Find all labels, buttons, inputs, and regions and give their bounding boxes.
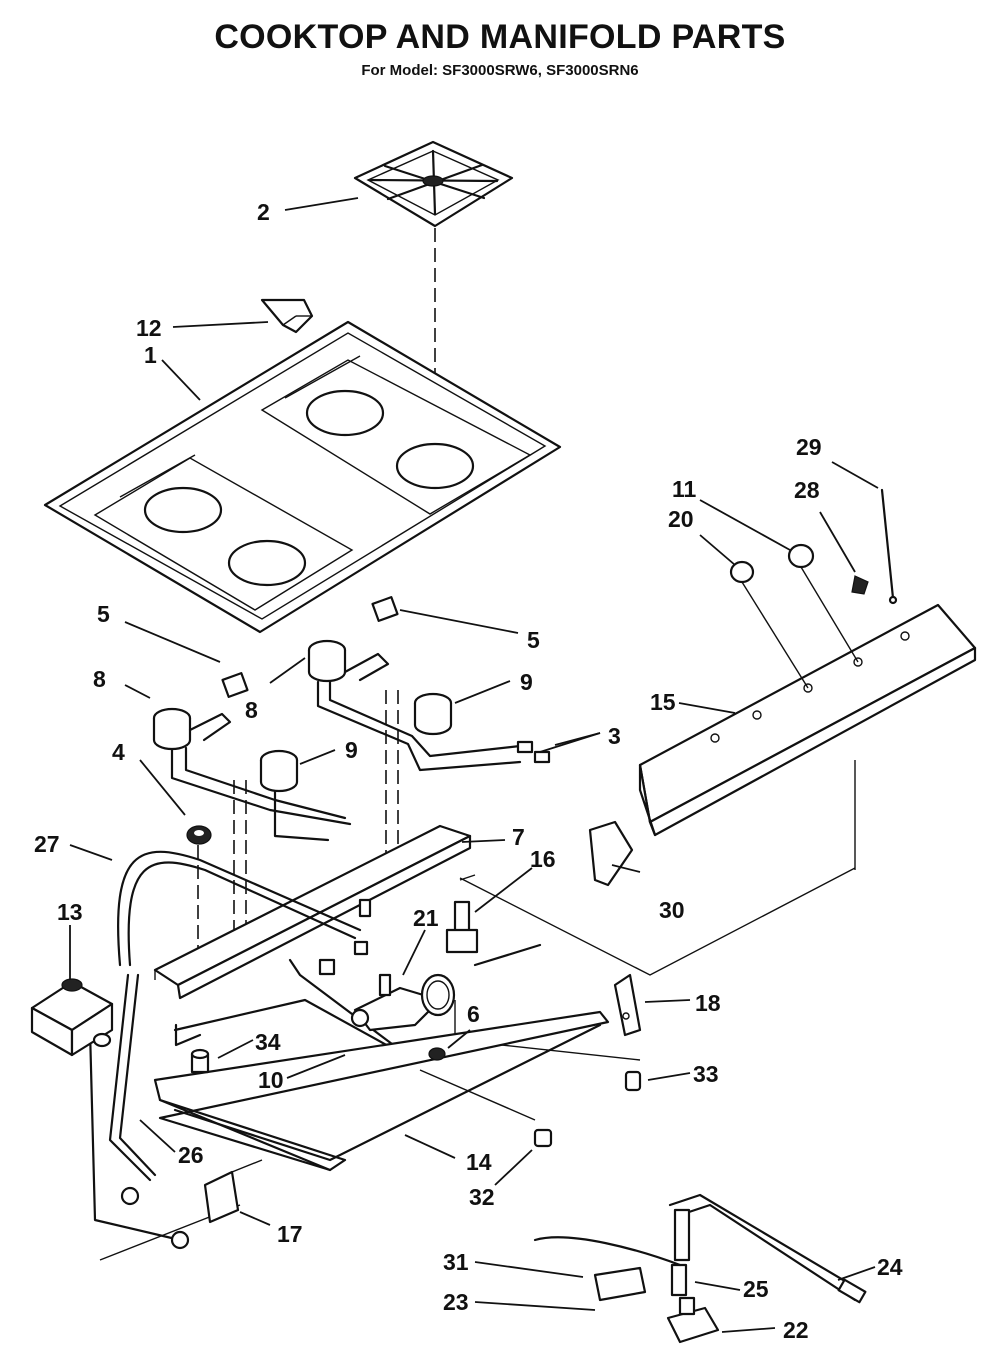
callout-28: 28 (794, 477, 820, 503)
model-numbers: SF3000SRW6, SF3000SRN6 (442, 62, 639, 79)
callout-4: 4 (112, 739, 125, 765)
manifold-bracket-drawing (588, 820, 634, 887)
burner-grate-drawing (353, 140, 514, 228)
orifice-drawing (186, 825, 212, 845)
leader-lines (69, 197, 879, 1333)
callout-22: 22 (783, 1317, 809, 1343)
callout-8-left: 8 (93, 666, 106, 692)
oven-burner-drawing (153, 1010, 610, 1172)
nut-icon (428, 1047, 446, 1061)
burner-bracket-lower-drawing (203, 1159, 263, 1224)
fitting-icon (170, 1230, 190, 1250)
spud-drawing (190, 1048, 210, 1074)
manifold-tubing-drawing (88, 850, 412, 1242)
callout-16: 16 (530, 846, 556, 872)
callout-23: 23 (443, 1289, 469, 1315)
fitting-icon (120, 1186, 140, 1206)
callout-30: 30 (659, 897, 685, 923)
model-prefix: For Model: (361, 62, 438, 79)
callout-5-right: 5 (527, 627, 540, 653)
callout-25: 25 (743, 1276, 769, 1302)
callout-33: 33 (693, 1061, 719, 1087)
screw-drawing (624, 1070, 642, 1092)
cooktop-drawing (43, 320, 562, 634)
pressure-regulator-drawing (30, 978, 114, 1057)
callout-27: 27 (34, 831, 60, 857)
right-burners-drawing (307, 596, 551, 772)
model-line: For Model: SF3000SRW6, SF3000SRN6 (0, 62, 1000, 79)
callout-32: 32 (469, 1184, 495, 1210)
callout-34: 34 (255, 1029, 281, 1055)
knob-drawing (729, 488, 898, 689)
callout-1: 1 (144, 342, 157, 368)
callout-11: 11 (672, 476, 697, 502)
callout-labels: 2 12 1 5 5 8 8 9 9 3 15 4 27 7 16 13 21 … (34, 199, 903, 1343)
callout-17: 17 (277, 1221, 303, 1247)
callout-29: 29 (796, 434, 822, 460)
side-bracket-drawing (613, 973, 642, 1037)
callout-18: 18 (695, 990, 721, 1016)
burner-bracket-drawing (153, 824, 472, 1000)
callout-26: 26 (178, 1142, 204, 1168)
small-bracket-drawing (260, 298, 314, 334)
callout-20: 20 (668, 506, 694, 532)
callout-31: 31 (443, 1249, 469, 1275)
broil-assembly-drawing (533, 1193, 867, 1344)
callout-8-right: 8 (245, 697, 258, 723)
callout-10: 10 (258, 1067, 284, 1093)
callout-24: 24 (877, 1254, 903, 1280)
callout-14: 14 (466, 1149, 492, 1175)
callout-2: 2 (257, 199, 270, 225)
thermostat-sensor-drawing (445, 874, 542, 967)
callout-5-left: 5 (97, 601, 110, 627)
callout-13: 13 (57, 899, 83, 925)
callout-7: 7 (512, 824, 525, 850)
oven-valve-drawing (350, 973, 456, 1032)
callout-15: 15 (650, 689, 676, 715)
callout-12: 12 (136, 315, 162, 341)
callout-21: 21 (413, 905, 439, 931)
callout-9-left: 9 (345, 737, 358, 763)
diagram-title: COOKTOP AND MANIFOLD PARTS (214, 18, 786, 56)
manifold-panel-drawing (638, 603, 977, 837)
callout-3: 3 (608, 723, 621, 749)
callout-6: 6 (467, 1001, 480, 1027)
left-burners-drawing (152, 672, 352, 842)
burner-orifice-drawing (533, 1128, 553, 1148)
callout-9-right: 9 (520, 669, 533, 695)
